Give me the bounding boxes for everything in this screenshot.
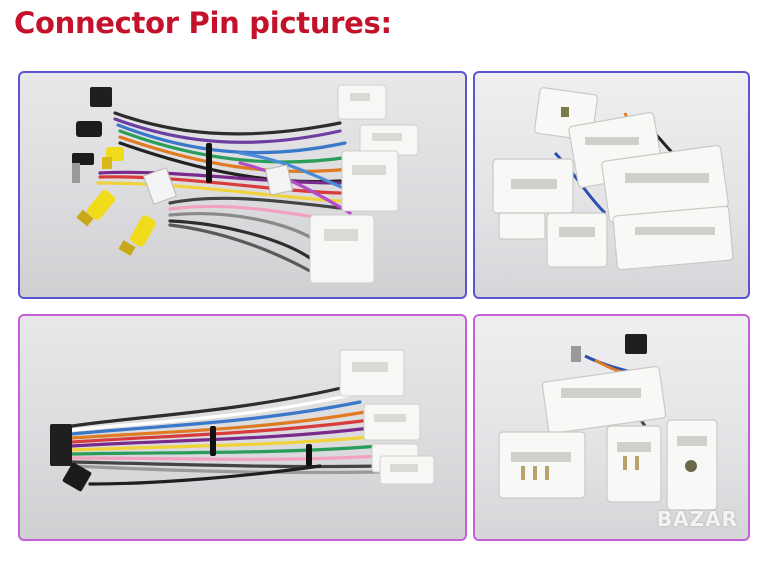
photo-harness-alt — [18, 314, 467, 541]
photo-connector-closeup — [473, 71, 750, 299]
photo-connector-pins: BAZAR — [473, 314, 750, 541]
bazar-watermark: BAZAR — [656, 507, 738, 531]
harness-alt-illustration — [50, 349, 435, 492]
harness-overview-illustration — [72, 84, 419, 284]
connector-pins-illustration — [498, 334, 718, 511]
photo-harness-overview — [18, 71, 467, 299]
connector-closeup-illustration — [492, 87, 734, 271]
page-title: Connector Pin pictures: — [14, 6, 392, 40]
